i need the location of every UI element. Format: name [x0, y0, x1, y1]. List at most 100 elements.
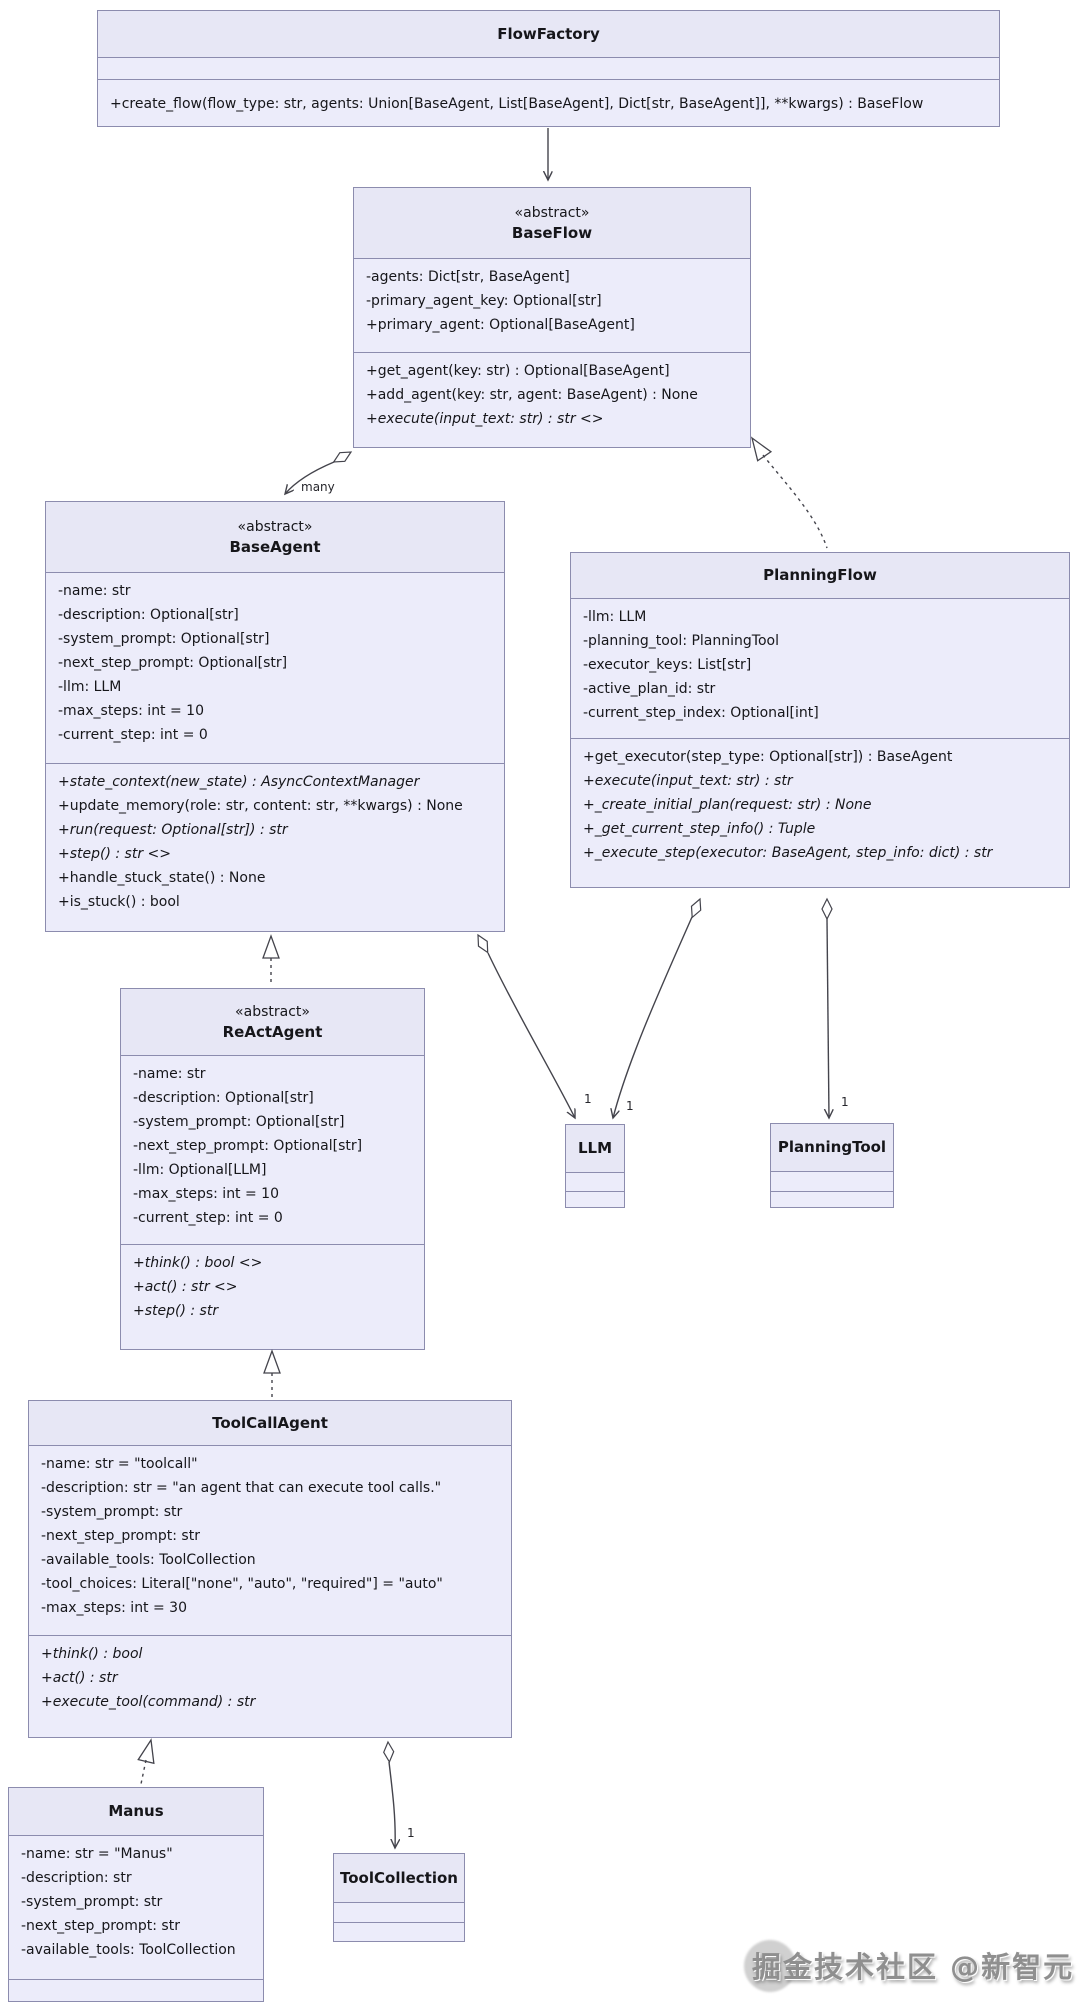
- class-stereotype: «abstract»: [235, 1003, 310, 1020]
- class-box-llm: LLM: [565, 1124, 625, 1208]
- methods-compartment: +get_executor(step_type: Optional[str]) …: [571, 738, 1069, 887]
- methods-compartment: +state_context(new_state) : AsyncContext…: [46, 763, 504, 931]
- attributes-compartment: -name: str -description: Optional[str] -…: [46, 572, 504, 763]
- class-header: «abstract» BaseFlow: [354, 188, 750, 258]
- class-header: ToolCallAgent: [29, 1401, 511, 1445]
- attribute-row: -name: str: [58, 583, 131, 599]
- attribute-row: -next_step_prompt: str: [21, 1918, 180, 1934]
- method-row: +_get_current_step_info() : Tuple: [583, 821, 816, 837]
- method-row: +step() : str: [133, 1303, 219, 1319]
- attribute-row: -description: Optional[str]: [133, 1090, 314, 1106]
- attribute-row: -current_step: int = 0: [58, 727, 208, 743]
- class-header: PlanningTool: [771, 1124, 893, 1171]
- methods-compartment-empty: [566, 1191, 624, 1207]
- method-row: +handle_stuck_state() : None: [58, 870, 266, 886]
- inheritance-triangle: [137, 1738, 155, 1765]
- attribute-row: -name: str = "Manus": [21, 1846, 173, 1862]
- edge-baseagent-llm: [487, 952, 575, 1118]
- edge-planningflow-llm: [613, 916, 693, 1118]
- method-row: +add_agent(key: str, agent: BaseAgent) :…: [366, 387, 698, 403]
- class-header: «abstract» ReActAgent: [121, 989, 424, 1055]
- methods-compartment: +get_agent(key: str) : Optional[BaseAgen…: [354, 352, 750, 447]
- attributes-compartment: -agents: Dict[str, BaseAgent] -primary_a…: [354, 258, 750, 352]
- attribute-row: -next_step_prompt: str: [41, 1528, 200, 1544]
- class-stereotype: «abstract»: [514, 204, 590, 221]
- attributes-compartment-empty: [98, 57, 999, 79]
- class-box-planningflow: PlanningFlow -llm: LLM -planning_tool: P…: [570, 552, 1070, 888]
- attribute-row: -description: str: [21, 1870, 132, 1886]
- class-box-planningtool: PlanningTool: [770, 1123, 894, 1208]
- multiplicity-label: 1: [626, 1099, 634, 1113]
- class-box-manus: Manus -name: str = "Manus" -description:…: [8, 1787, 264, 2002]
- attributes-compartment: -name: str = "toolcall" -description: st…: [29, 1445, 511, 1635]
- class-name: Manus: [108, 1802, 164, 1820]
- aggregation-diamond: [332, 451, 353, 463]
- inheritance-triangle: [262, 934, 280, 959]
- method-row: +think() : bool: [41, 1646, 143, 1662]
- attribute-row: -next_step_prompt: Optional[str]: [58, 655, 288, 671]
- aggregation-diamond: [821, 897, 833, 921]
- attribute-row: -system_prompt: Optional[str]: [133, 1114, 345, 1130]
- edge-toolcallagent-toolcollection: [388, 1761, 395, 1848]
- class-header: ToolCollection: [334, 1854, 464, 1902]
- attributes-compartment: -name: str -description: Optional[str] -…: [121, 1055, 424, 1244]
- class-name: PlanningFlow: [763, 566, 877, 584]
- attribute-row: -primary_agent_key: Optional[str]: [366, 293, 602, 309]
- attribute-row: +primary_agent: Optional[BaseAgent]: [366, 317, 635, 333]
- class-name: ToolCollection: [340, 1868, 458, 1887]
- method-row: +_create_initial_plan(request: str) : No…: [583, 797, 872, 813]
- multiplicity-label: many: [301, 480, 335, 494]
- aggregation-diamond: [690, 897, 702, 919]
- attribute-row: -max_steps: int = 10: [58, 703, 204, 719]
- method-row: +get_executor(step_type: Optional[str]) …: [583, 749, 953, 765]
- attribute-row: -name: str = "toolcall": [41, 1456, 198, 1472]
- methods-compartment-empty: [9, 1979, 263, 2001]
- methods-compartment-empty: [771, 1191, 893, 1207]
- class-name: BaseFlow: [511, 223, 593, 242]
- inheritance-triangle: [263, 1349, 281, 1374]
- attribute-row: -max_steps: int = 10: [133, 1186, 279, 1202]
- class-header: «abstract» BaseAgent: [46, 502, 504, 572]
- aggregation-diamond: [477, 933, 489, 954]
- attribute-row: -llm: LLM: [583, 609, 647, 625]
- watermark-text: 掘金技术社区 @新智元: [752, 1950, 1075, 1984]
- method-row: +is_stuck() : bool: [58, 894, 180, 910]
- attributes-compartment: -name: str = "Manus" -description: str -…: [9, 1835, 263, 1979]
- class-name: ToolCallAgent: [212, 1413, 328, 1432]
- method-row: +state_context(new_state) : AsyncContext…: [58, 774, 420, 790]
- method-row: +execute(input_text: str) : str: [583, 773, 793, 789]
- attribute-row: -current_step: int = 0: [133, 1210, 283, 1226]
- class-name: BaseAgent: [229, 537, 321, 556]
- attributes-compartment-empty: [771, 1171, 893, 1191]
- attribute-row: -description: str = "an agent that can e…: [41, 1480, 442, 1496]
- class-name: LLM: [577, 1139, 613, 1157]
- method-row: +execute(input_text: str) : str <>: [366, 411, 604, 427]
- methods-compartment: +think() : bool <> +act() : str <> +step…: [121, 1244, 424, 1349]
- method-row: +_execute_step(executor: BaseAgent, step…: [583, 845, 993, 861]
- attributes-compartment-empty: [566, 1172, 624, 1191]
- multiplicity-label: 1: [584, 1092, 592, 1106]
- class-box-baseagent: «abstract» BaseAgent -name: str -descrip…: [45, 501, 505, 932]
- attribute-row: -tool_choices: Literal["none", "auto", "…: [41, 1576, 443, 1592]
- method-row: +think() : bool <>: [133, 1255, 263, 1271]
- method-row: +act() : str <>: [133, 1279, 238, 1295]
- method-row: +step() : str <>: [58, 846, 172, 862]
- class-header: LLM: [566, 1125, 624, 1172]
- aggregation-diamond: [383, 1740, 395, 1764]
- method-row: +create_flow(flow_type: str, agents: Uni…: [110, 96, 924, 112]
- class-name: PlanningTool: [777, 1138, 887, 1156]
- attributes-compartment: -llm: LLM -planning_tool: PlanningTool -…: [571, 598, 1069, 738]
- class-name: FlowFactory: [497, 24, 600, 43]
- attribute-row: -planning_tool: PlanningTool: [583, 633, 779, 649]
- methods-compartment: +think() : bool +act() : str +execute_to…: [29, 1635, 511, 1737]
- attributes-compartment-empty: [334, 1902, 464, 1922]
- edge-manus-toolcallagent: [140, 1759, 147, 1785]
- method-row: +update_memory(role: str, content: str, …: [58, 798, 463, 814]
- attribute-row: -available_tools: ToolCollection: [21, 1942, 236, 1958]
- method-row: +act() : str: [41, 1670, 118, 1686]
- multiplicity-label: 1: [407, 1826, 415, 1840]
- class-box-toolcollection: ToolCollection: [333, 1853, 465, 1942]
- attribute-row: -description: Optional[str]: [58, 607, 239, 623]
- attribute-row: -active_plan_id: str: [583, 681, 716, 697]
